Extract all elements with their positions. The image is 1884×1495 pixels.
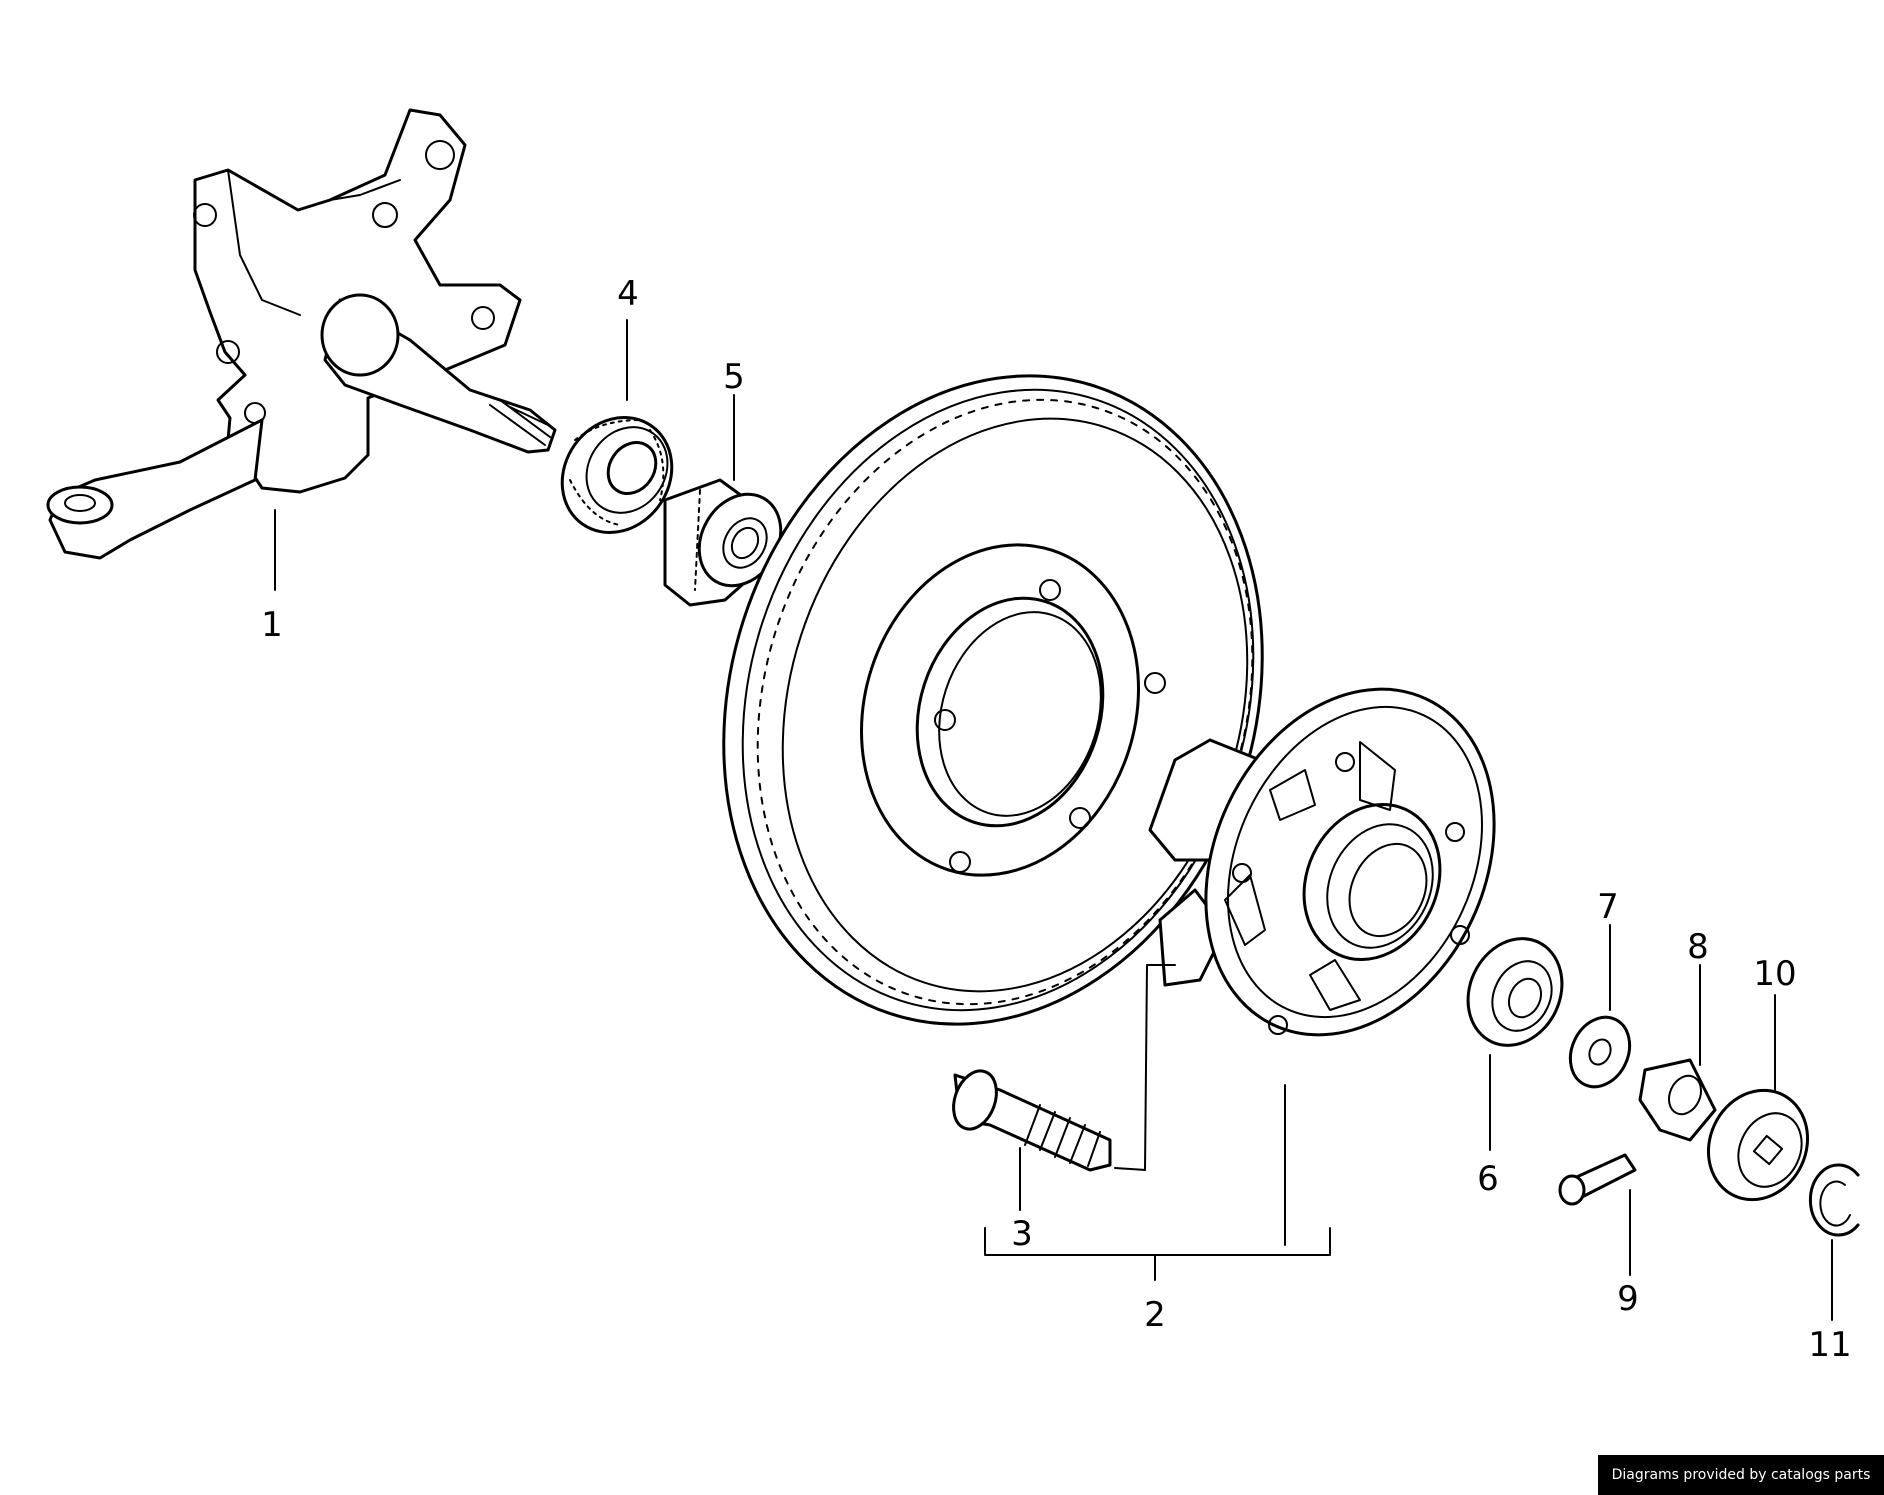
wheel-hub-assembly-icon — [1148, 687, 1496, 1037]
circlip-icon — [1808, 1163, 1860, 1237]
credit-banner: Diagrams provided by catalogs parts — [1598, 1455, 1884, 1495]
steering-knuckle-icon — [46, 108, 557, 560]
callout-5: 5 — [723, 357, 745, 397]
callout-7: 7 — [1597, 887, 1619, 927]
seal-ring-icon — [560, 416, 674, 534]
leader-lines — [274, 319, 1833, 1321]
callout-9: 9 — [1617, 1279, 1639, 1319]
clamp-nut-icon — [1638, 1058, 1717, 1142]
callout-10: 10 — [1753, 954, 1796, 994]
brake-disc-icon — [722, 374, 1264, 1026]
hub-cap-icon — [1706, 1088, 1810, 1202]
screw-icon — [1558, 1153, 1637, 1206]
leader-line-stud-to-hub — [1114, 964, 1176, 1171]
callout-6: 6 — [1477, 1159, 1499, 1199]
bracket-2 — [984, 1227, 1331, 1256]
thrust-washer-icon — [1568, 1015, 1632, 1089]
callout-11: 11 — [1808, 1325, 1851, 1365]
callout-1: 1 — [261, 605, 283, 645]
callout-2: 2 — [1144, 1295, 1166, 1335]
wheel-stud-icon — [952, 1069, 1112, 1172]
callout-labels: 1 2 3 4 5 6 7 8 9 10 11 — [261, 274, 1851, 1365]
callout-8: 8 — [1687, 927, 1709, 967]
callout-3: 3 — [1011, 1214, 1033, 1254]
inner-bearing-icon — [663, 478, 783, 607]
outer-bearing-icon — [1466, 937, 1564, 1047]
callout-4: 4 — [617, 274, 639, 314]
